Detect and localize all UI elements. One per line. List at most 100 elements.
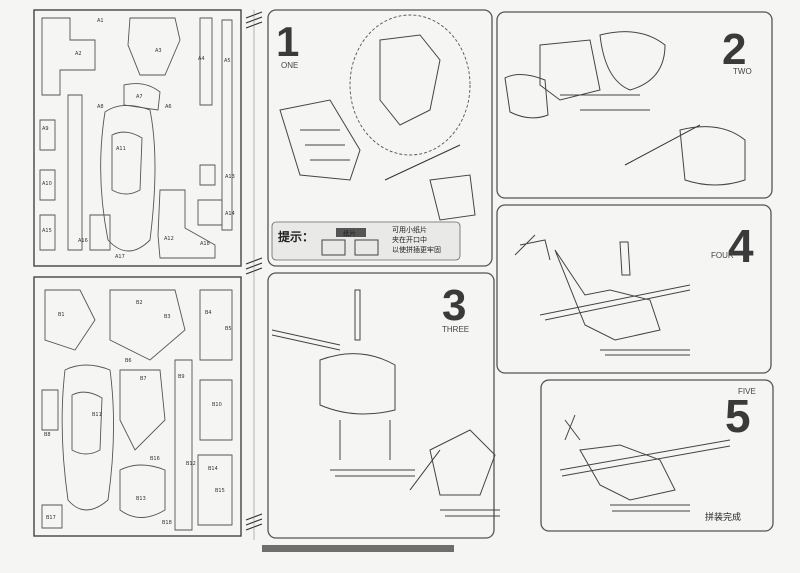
part-label: A5 — [224, 58, 231, 64]
step-5-body — [579, 444, 676, 501]
step-5-number: 5 — [725, 390, 751, 442]
parts-sheet-a: A1 A2 A3 A4 A5 A6 A7 A8 A9 A10 A11 A12 A… — [33, 9, 242, 267]
step-3-frame — [267, 272, 495, 539]
step-5-frame — [540, 379, 774, 532]
step-4-skids — [600, 349, 690, 356]
part-label: B15 — [215, 488, 225, 494]
frame-part-a3 — [127, 17, 181, 76]
step-5-panel: 5 FIVE 拼装完成 — [540, 379, 774, 532]
bracket-part-b7 — [119, 369, 166, 451]
part-label: B4 — [205, 310, 212, 316]
small-part-a16 — [89, 214, 111, 251]
hull-part-a — [100, 105, 156, 252]
part-label: A1 — [97, 18, 104, 24]
window-cutout-a — [111, 131, 143, 195]
part-label: B12 — [186, 461, 196, 467]
step-4-rotor-mast — [619, 241, 631, 276]
step-1-main-part — [279, 99, 361, 181]
detail-callout — [349, 14, 471, 156]
bottom-bar — [262, 545, 454, 552]
step-5-tail-rotor — [564, 414, 581, 441]
parts-sheet-b-frame — [33, 276, 242, 537]
finish-label: 拼装完成 — [705, 511, 741, 523]
step-2-word: TWO — [733, 67, 752, 76]
step-4-rotor-blade — [539, 284, 691, 321]
tail-part-b1 — [44, 289, 96, 351]
frame-part-b10 — [199, 379, 233, 441]
part-label: B2 — [136, 300, 143, 306]
frame-part-b4 — [199, 289, 233, 361]
part-label: B8 — [44, 432, 51, 438]
small-part-a13 — [199, 164, 216, 186]
step-2-number: 2 — [722, 25, 746, 74]
skid-part-a12 — [157, 189, 216, 259]
parts-a-labels: A1 A2 A3 A4 A5 A6 A7 A8 A9 A10 A11 A12 A… — [42, 18, 235, 260]
tip-illustration — [321, 239, 379, 256]
part-label: A6 — [165, 104, 172, 110]
part-label: B18 — [162, 520, 172, 526]
step-3-mast — [354, 289, 361, 341]
parts-sheet-a-frame — [33, 9, 242, 267]
step-5-skids — [610, 504, 690, 512]
step-1-result-part — [429, 174, 476, 221]
part-label: A15 — [42, 228, 52, 234]
part-label: A16 — [78, 238, 88, 244]
bracket-part-a6 — [123, 83, 161, 111]
part-label: A14 — [225, 211, 235, 217]
step-4-word: FOUR — [711, 251, 734, 260]
part-label: A4 — [198, 56, 205, 62]
step-2-side-panel — [504, 74, 549, 119]
part-label: A10 — [42, 181, 52, 187]
step-2-panel: 2 TWO — [496, 11, 773, 199]
step-3-result-skids — [440, 509, 500, 517]
part-label: B11 — [92, 412, 102, 418]
part-label: A7 — [136, 94, 143, 100]
step-1-panel: 1 ONE 提示： 纸片 可用小纸片 夹在开口中 以使拼插更牢固 — [267, 9, 493, 267]
part-label: A11 — [116, 146, 126, 152]
part-label: B14 — [208, 466, 218, 472]
step-2-frame-part — [539, 39, 601, 101]
step-4-panel: 4 FOUR — [496, 204, 772, 374]
step-4-tail-rotor — [514, 234, 551, 261]
strip-part-a5 — [221, 19, 233, 231]
part-label: A3 — [155, 48, 162, 54]
window-cutout-b — [71, 391, 103, 455]
tip-line-2: 夹在开口中 — [392, 235, 427, 244]
step-2-result — [679, 126, 746, 186]
step-1-detail-part — [379, 34, 441, 126]
strip-part-a4 — [199, 17, 213, 106]
step-4-body — [554, 249, 661, 341]
strip-part-b9 — [174, 359, 193, 531]
step-2-frame — [496, 11, 773, 199]
part-label: A2 — [75, 51, 82, 57]
small-part-a10 — [39, 169, 56, 201]
step-1-divider — [384, 144, 461, 181]
step-3-skids — [330, 469, 415, 477]
step-3-body — [319, 353, 396, 415]
tip-title: 提示： — [278, 229, 314, 244]
part-label: B5 — [225, 326, 232, 332]
part-label: B13 — [136, 496, 146, 502]
part-label: A12 — [164, 236, 174, 242]
part-label: B16 — [150, 456, 160, 462]
frame-part-b2 — [109, 289, 186, 361]
step-2-divider — [624, 124, 701, 166]
part-label: B6 — [125, 358, 132, 364]
skid-part-b13 — [119, 464, 166, 518]
parts-b-labels: B1 B2 B3 B4 B5 B6 B7 B8 B9 B10 B11 B12 B… — [44, 300, 232, 526]
step-2-hull-part — [599, 31, 666, 91]
tip-badge-bar — [336, 228, 366, 237]
frame-part-b15 — [197, 454, 233, 526]
step-3-divider — [409, 449, 441, 491]
part-label: B3 — [164, 314, 171, 320]
tip-box: 提示： 纸片 可用小纸片 夹在开口中 以使拼插更牢固 — [271, 221, 461, 261]
boom-part-a8 — [67, 94, 83, 251]
step-1-arrows — [300, 129, 350, 161]
part-label: B9 — [178, 374, 185, 380]
tail-part-a1 — [41, 17, 96, 96]
part-label: B10 — [212, 402, 222, 408]
step-4-frame — [496, 204, 772, 374]
step-5-word: FIVE — [738, 387, 756, 396]
